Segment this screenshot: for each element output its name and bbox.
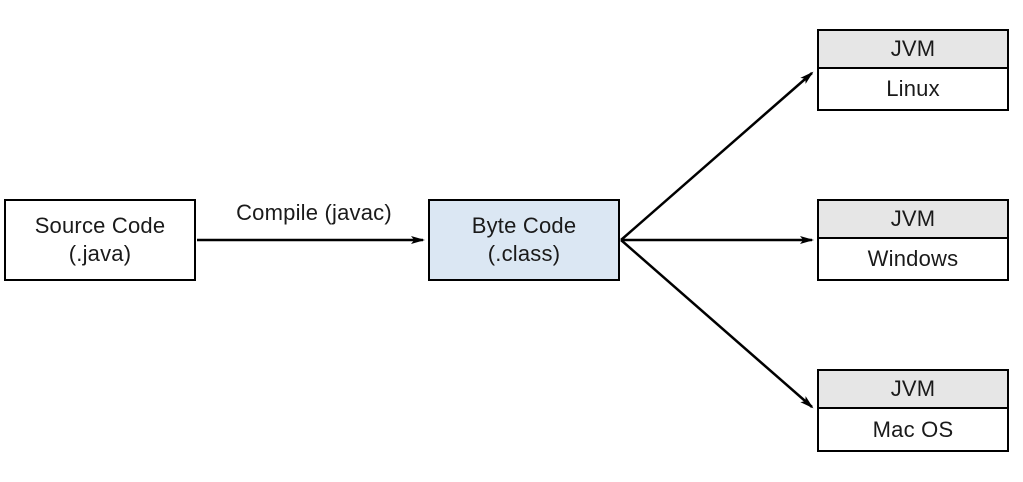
compile-arrow-label: Compile (javac) xyxy=(236,200,392,225)
byte-code-title: Byte Code xyxy=(471,213,577,238)
source-code-title: Source Code xyxy=(34,213,166,238)
node-byte-code: Byte Code (.class) xyxy=(428,199,620,281)
arrow-to-jvm-linux xyxy=(620,71,814,241)
jvm-mac-header: JVM xyxy=(819,371,1007,409)
jvm-mac-os-label: Mac OS xyxy=(872,416,954,442)
jvm-linux-os-label: Linux xyxy=(886,76,940,101)
source-code-extension: (.java) xyxy=(68,241,132,266)
jvm-windows-os-label: Windows xyxy=(867,246,959,271)
node-jvm-windows: JVM Windows xyxy=(817,199,1009,281)
node-jvm-linux: JVM Linux xyxy=(817,29,1009,111)
arrow-to-jvm-mac xyxy=(620,239,814,409)
node-source-code: Source Code (.java) xyxy=(4,199,196,281)
jvm-windows-header: JVM xyxy=(819,201,1007,239)
byte-code-extension: (.class) xyxy=(487,241,561,266)
node-jvm-mac: JVM Mac OS xyxy=(817,369,1009,452)
jvm-linux-header: JVM xyxy=(819,31,1007,69)
